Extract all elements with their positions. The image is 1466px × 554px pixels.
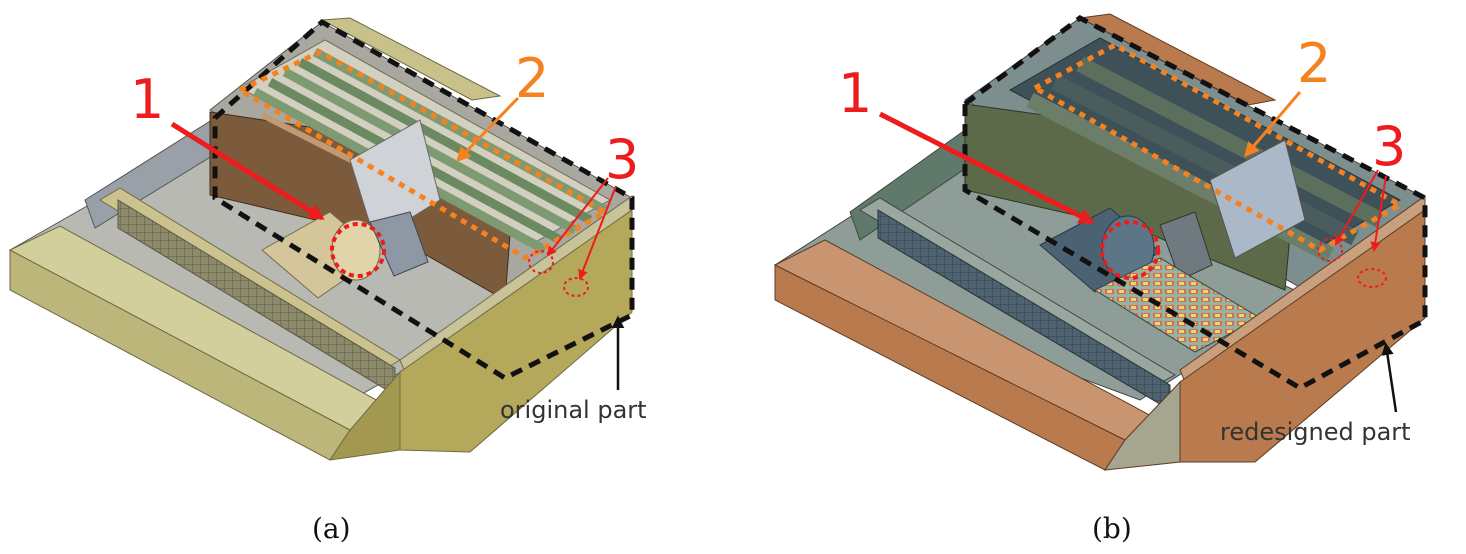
panel-a-fan xyxy=(261,211,381,299)
panel-a-rear-ledge xyxy=(320,17,502,101)
panel-b-fan xyxy=(1039,207,1161,293)
panel-b-marker-3: 3 xyxy=(1372,115,1406,178)
panel-a-marker-3a-ring xyxy=(528,250,554,274)
panel-b-housing-end xyxy=(1103,380,1181,471)
panel-a-device xyxy=(8,17,633,461)
panel-b-arrow-1 xyxy=(878,111,1095,225)
panel-b-orange-outline xyxy=(1029,42,1406,253)
panel-b-marker-1-ring xyxy=(1100,220,1160,280)
panel-a-arrow-1 xyxy=(170,121,325,221)
panel-b-caption: (b) xyxy=(1092,512,1132,545)
panel-a-marker-3: 3 xyxy=(605,128,639,191)
panel-a-orange-outline xyxy=(234,49,611,261)
panel-b-arrow-2 xyxy=(1244,91,1302,158)
panel-a-marker-1-ring xyxy=(330,222,386,278)
panel-b-dashed-outline xyxy=(962,15,1428,391)
panel-b-marker-1: 1 xyxy=(838,62,872,125)
panel-a-arrow-2 xyxy=(455,96,520,163)
panel-b-callout-label: redesigned part xyxy=(1220,418,1411,446)
panel-a-arrow-3a xyxy=(546,177,609,257)
panel-a-marker-1: 1 xyxy=(130,68,164,131)
panel-a-marker-3b-ring xyxy=(563,277,589,297)
panel-b-box xyxy=(1159,211,1213,281)
panel-a-marker-2: 2 xyxy=(515,47,549,110)
panel-b-device xyxy=(773,13,1426,471)
panel-a-box xyxy=(369,211,429,277)
panel-a-bracket xyxy=(349,119,441,241)
panel-b-marker-3b-ring xyxy=(1357,268,1387,288)
panel-a-housing-end xyxy=(328,370,401,461)
panel-b-arrow-callout xyxy=(1381,342,1398,413)
panel-b-marker-2: 2 xyxy=(1297,32,1331,95)
panel-a-dashed-outline xyxy=(212,18,635,381)
panel-b-arrow-3a xyxy=(1335,169,1379,246)
panel-a-arrow-3b xyxy=(578,185,617,280)
panel-a-callout-label: original part xyxy=(500,396,647,424)
panel-b-marker-3a-ring xyxy=(1317,238,1343,262)
panel-b-arrow-3b xyxy=(1370,175,1387,252)
panel-a-caption: (a) xyxy=(312,512,351,545)
